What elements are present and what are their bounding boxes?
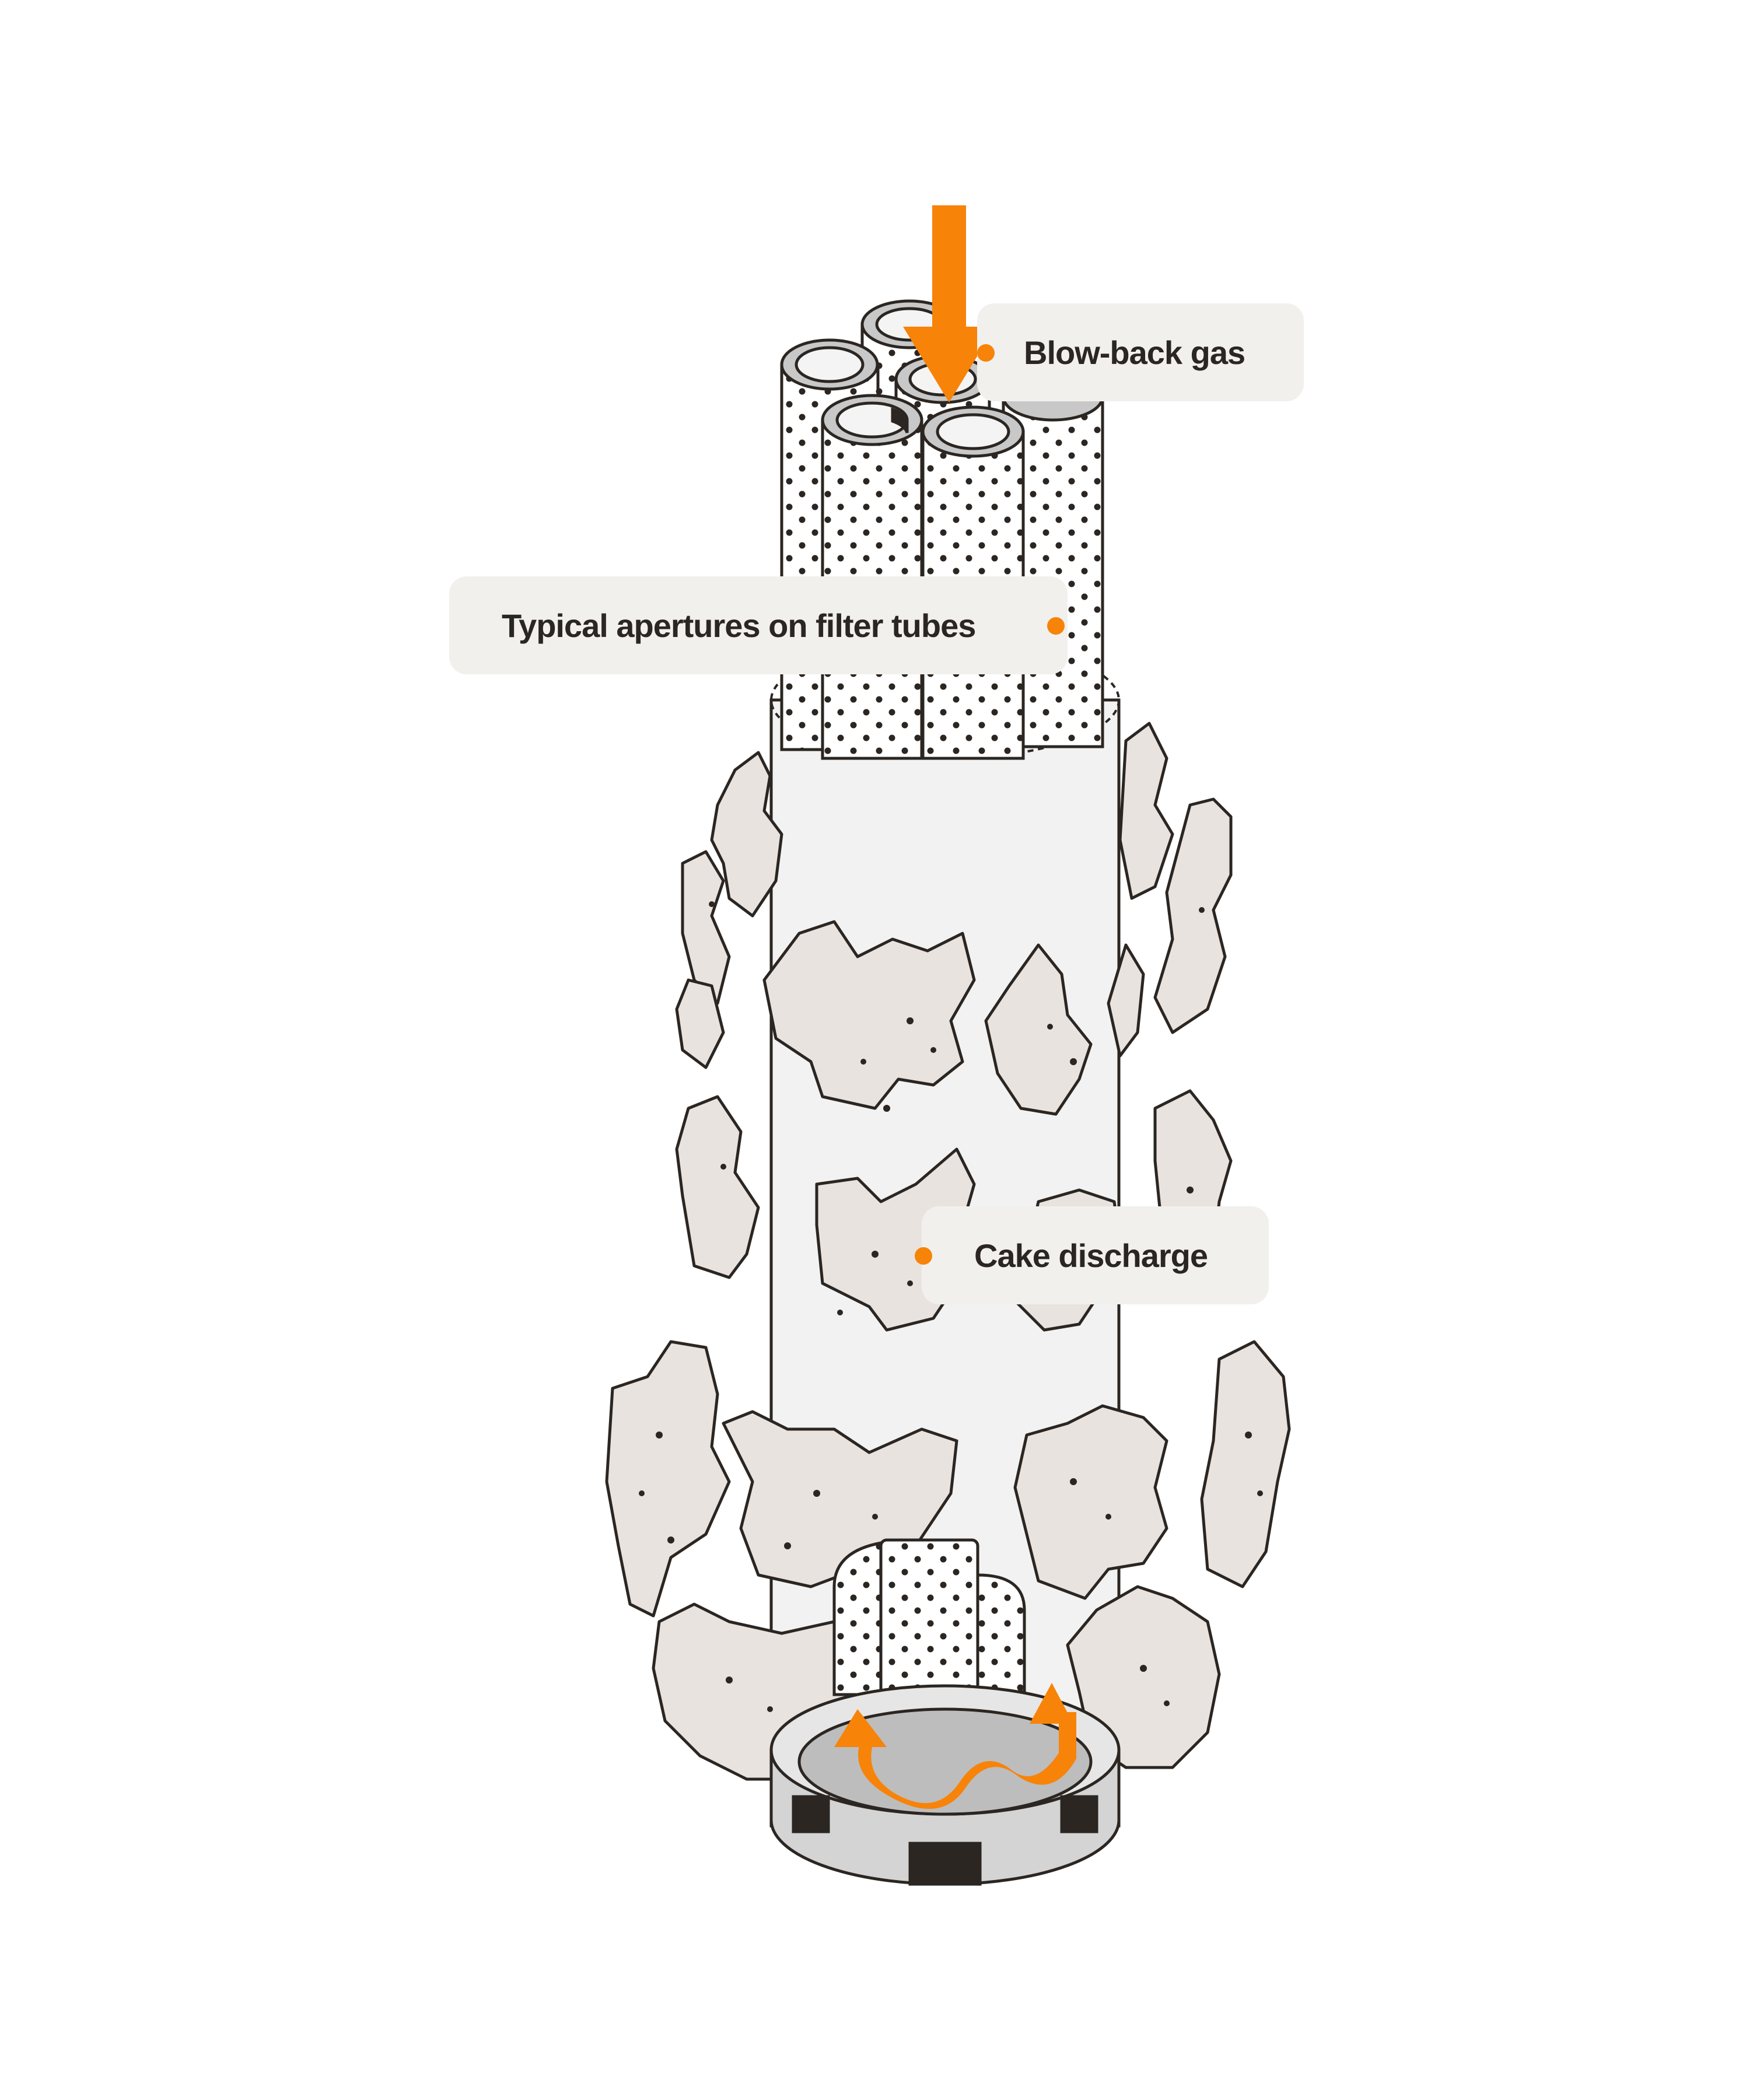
flow-arrows xyxy=(834,205,1076,1809)
callout-label: Typical apertures on filter tubes xyxy=(502,607,976,644)
right-arrow-head xyxy=(1030,1683,1073,1724)
blowback-marker-dot xyxy=(977,344,995,362)
callout-blowback-gas: Blow-back gas xyxy=(977,303,1304,401)
cake-fragment xyxy=(1153,797,1233,1034)
callout-cake-discharge: Cake discharge xyxy=(922,1206,1269,1304)
cake-fragment xyxy=(1066,1585,1221,1769)
left-arrow-head xyxy=(834,1709,887,1747)
cake-fragment xyxy=(1200,1340,1291,1588)
cake-fragment xyxy=(710,751,783,918)
cake-fragment xyxy=(984,943,1093,1116)
cake-marker-dot xyxy=(915,1247,932,1265)
cake-fragment xyxy=(1107,943,1145,1058)
cake-fragment xyxy=(675,1095,760,1279)
cake-fragment xyxy=(605,1340,731,1618)
cake-fragment xyxy=(681,850,731,1005)
blowback-arrow-head xyxy=(903,327,995,402)
cake-fragment xyxy=(675,978,725,1069)
bottom-filter-tubes xyxy=(832,1538,1026,1723)
cake-fragment xyxy=(1118,722,1174,900)
apertures-marker-dot xyxy=(1047,617,1065,635)
callout-label: Blow-back gas xyxy=(1024,334,1245,371)
cake-fragment xyxy=(762,920,976,1110)
callout-apertures: Typical apertures on filter tubes xyxy=(449,576,1068,674)
callout-label: Cake discharge xyxy=(974,1237,1208,1274)
cake-fragment xyxy=(1013,1404,1168,1600)
cake-speckles xyxy=(639,901,1263,1712)
